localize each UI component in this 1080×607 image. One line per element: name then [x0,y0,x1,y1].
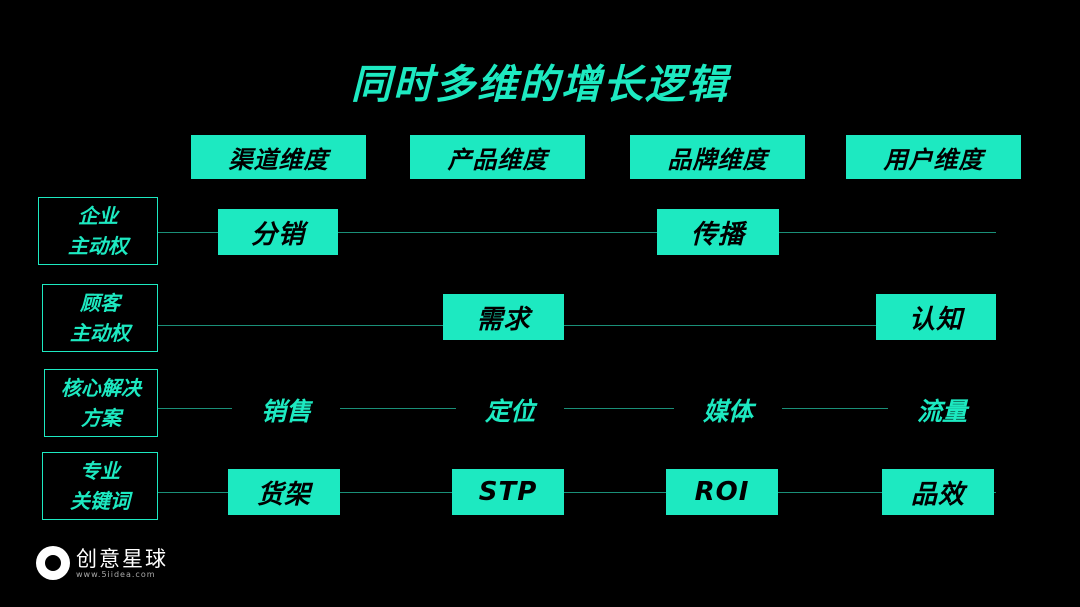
cell-communication: 传播 [657,209,779,255]
row-label-enterprise: 企业主动权 [38,197,158,265]
cell-positioning: 定位 [456,392,564,428]
cell-traffic: 流量 [888,392,996,428]
row-label-solution: 核心解决方案 [44,369,158,437]
row-line-customer [158,325,996,326]
cell-demand: 需求 [443,294,564,340]
row-line-solution [158,408,996,409]
logo-icon [36,546,70,580]
brand-logo: 创意星球 www.5iidea.com [36,546,168,580]
page-title: 同时多维的增长逻辑 [351,62,729,108]
cell-sales: 销售 [232,392,340,428]
cell-shelf: 货架 [228,469,340,515]
row-label-keyword: 专业关键词 [42,452,158,520]
logo-name: 创意星球 [76,546,168,571]
cell-stp: STP [452,469,564,515]
row-label-customer: 顾客主动权 [42,284,158,352]
column-header-product: 产品维度 [410,135,585,179]
column-header-channel: 渠道维度 [191,135,366,179]
cell-brand-effect: 品效 [882,469,994,515]
logo-url: www.5iidea.com [76,569,156,579]
cell-cognition: 认知 [876,294,996,340]
cell-roi: ROI [666,469,778,515]
column-header-user: 用户维度 [846,135,1021,179]
cell-media: 媒体 [674,392,782,428]
row-line-enterprise [158,232,996,233]
column-header-brand: 品牌维度 [630,135,805,179]
row-line-keyword [158,492,996,493]
cell-distribution: 分销 [218,209,338,255]
